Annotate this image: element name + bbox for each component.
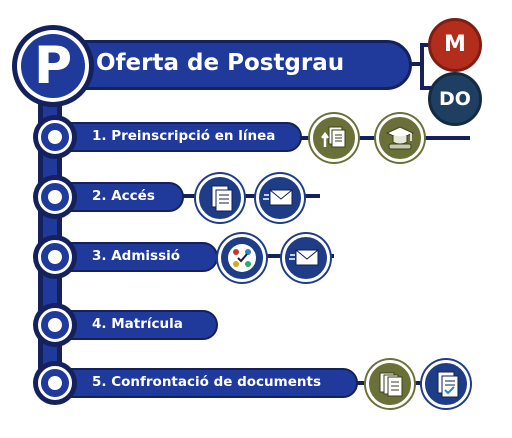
step-4-pill[interactable]	[52, 310, 218, 340]
step-1-bullet	[33, 115, 77, 159]
badge-do[interactable]: DO	[428, 72, 482, 126]
documents-stack-icon[interactable]	[366, 360, 414, 408]
document-list-icon[interactable]	[196, 174, 244, 222]
step-3-label: 3. Admissió	[92, 248, 181, 264]
step-5-bullet	[33, 361, 77, 405]
document-check-icon[interactable]	[422, 360, 470, 408]
step-3-bullet	[33, 235, 77, 279]
email-icon-2[interactable]	[282, 234, 330, 282]
logo-circle: P	[12, 25, 94, 107]
step-3-connector	[214, 254, 334, 258]
page-title: Oferta de Postgrau	[96, 50, 345, 76]
header-bar	[52, 40, 412, 90]
step-5-pill[interactable]	[52, 368, 358, 398]
step-2-connector	[180, 194, 320, 198]
choice-grid-icon[interactable]	[218, 234, 266, 282]
badge-do-label: DO	[439, 88, 471, 110]
step-2-label: 2. Accés	[92, 188, 155, 204]
email-icon[interactable]	[256, 174, 304, 222]
badge-m-label: M	[444, 32, 466, 57]
step-3-pill[interactable]	[52, 242, 218, 272]
step-4-bullet	[33, 303, 77, 347]
logo-letter: P	[33, 36, 73, 96]
document-upload-icon[interactable]	[310, 114, 358, 162]
graduation-diploma-icon[interactable]	[376, 114, 424, 162]
step-1-label: 1. Preinscripció en línea	[92, 128, 276, 144]
badge-m[interactable]: M	[428, 18, 482, 72]
step-5-label: 5. Confrontació de documents	[92, 374, 321, 390]
step-1-pill[interactable]	[52, 122, 302, 152]
step-4-label: 4. Matrícula	[92, 316, 183, 332]
step-2-bullet	[33, 175, 77, 219]
